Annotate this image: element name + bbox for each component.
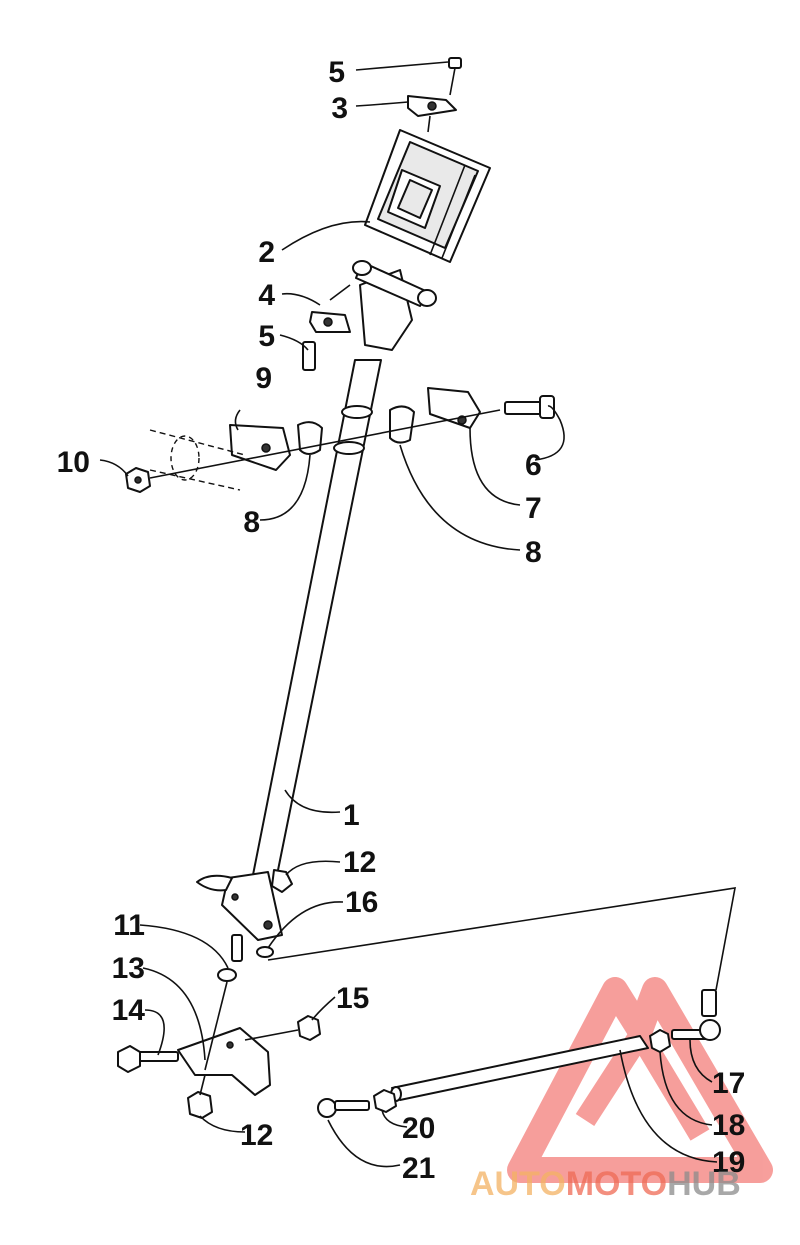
clamp-top — [407, 57, 462, 133]
handlebar-pad — [364, 129, 491, 263]
callout-5-lower: 5 — [258, 320, 275, 353]
callout-8-left: 8 — [243, 506, 260, 539]
callout-11: 11 — [113, 909, 145, 942]
callout-3: 3 — [331, 92, 348, 125]
leader-lines — [99, 61, 718, 1168]
callout-21: 21 — [402, 1152, 435, 1185]
lower-bracket-assembly — [117, 869, 321, 1119]
callout-2: 2 — [258, 236, 275, 269]
callout-12-bottom: 12 — [240, 1119, 273, 1152]
callout-5-top: 5 — [328, 56, 345, 89]
callout-8-right: 8 — [525, 536, 542, 569]
callout-4: 4 — [258, 279, 275, 312]
watermark-auto: AUTO — [470, 1165, 566, 1203]
callout-12-top: 12 — [343, 846, 376, 879]
watermark-hub: HUB — [667, 1165, 741, 1203]
tie-rod-assembly — [267, 887, 736, 1118]
watermark-text: AUTOMOTOHUB — [470, 1165, 741, 1203]
callout-labels: 5 3 2 4 5 9 10 8 6 7 8 1 12 16 11 13 14 … — [57, 56, 746, 1185]
callout-6: 6 — [525, 449, 542, 482]
bushing-assembly — [125, 387, 555, 493]
callout-18: 18 — [712, 1109, 745, 1142]
callout-20: 20 — [402, 1112, 435, 1145]
callout-9: 9 — [255, 362, 272, 395]
watermark-moto: MOTO — [566, 1165, 667, 1203]
callout-14: 14 — [112, 994, 146, 1027]
svg-text:AUTOMOTOHUB: AUTOMOTOHUB — [470, 1165, 741, 1203]
callout-17: 17 — [712, 1067, 745, 1100]
clamp-lower — [302, 284, 351, 371]
callout-13: 13 — [112, 952, 145, 985]
steering-post — [196, 260, 437, 941]
callout-19: 19 — [712, 1146, 745, 1179]
callout-10: 10 — [57, 446, 90, 479]
callout-7: 7 — [525, 492, 542, 525]
callout-15: 15 — [336, 982, 369, 1015]
callout-16: 16 — [345, 886, 378, 919]
callout-1: 1 — [343, 799, 360, 832]
